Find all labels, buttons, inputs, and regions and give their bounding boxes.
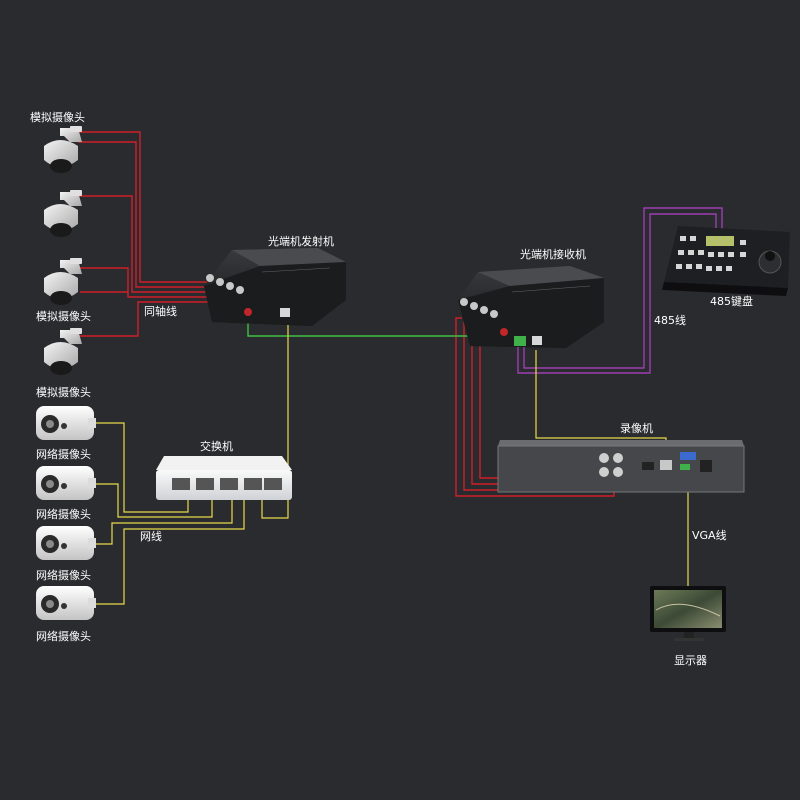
receiver-485-terminal [514,336,526,346]
analog-camera-2 [44,190,82,237]
network-cables [92,318,689,605]
monitor-screen [654,590,722,628]
switch-ports [172,478,282,490]
network-camera-4 [36,586,96,620]
network-camera-label-2: 网络摄像头 [36,508,91,521]
nvr-recorder [497,440,745,493]
analog-camera-3 [44,258,82,305]
switch-label: 交换机 [200,440,233,453]
receiver-rj45-port [532,336,542,345]
receiver-bnc-ports [460,298,498,318]
optical-receiver [458,266,604,348]
transmitter-fiber-port [244,308,252,316]
network-cable-label: 网线 [140,530,162,543]
nvr-hdmi-port [642,462,654,470]
network-camera-label-3: 网络摄像头 [36,569,91,582]
vga-line-label: VGA线 [692,529,727,542]
optical-transmitter [204,248,346,326]
transmitter-rj45-port [280,308,290,317]
network-camera-label-1: 网络摄像头 [36,448,91,461]
coax-wires-to-transmitter [72,131,233,337]
rs485-keyboard [662,226,790,296]
receiver-fiber-port [500,328,508,336]
nvr-bnc-inputs [599,453,623,477]
network-camera-3 [36,526,96,560]
receiver-label: 光端机接收机 [520,248,586,261]
nvr-power-port [700,460,712,472]
monitor-label: 显示器 [674,654,707,667]
transmitter-bnc-ports [206,274,244,294]
analog-camera-label-1: 模拟摄像头 [30,111,85,124]
network-camera-label-4: 网络摄像头 [36,630,91,643]
rs485-wire [517,207,723,374]
analog-camera-4 [44,328,82,375]
rs485-line-label: 485线 [654,314,686,327]
network-camera-1 [36,406,96,440]
nvr-rj45-port [660,460,672,470]
analog-camera-label-3: 模拟摄像头 [36,386,91,399]
transmitter-label: 光端机发射机 [268,235,334,248]
analog-camera-1 [44,126,82,173]
monitor-display [650,586,726,641]
nvr-label: 录像机 [620,422,653,435]
nvr-usb-port [680,464,690,470]
network-switch [156,456,292,500]
network-camera-2 [36,466,96,500]
analog-camera-label-2: 模拟摄像头 [36,310,91,323]
rs485-keyboard-label: 485键盘 [710,295,753,308]
coax-label: 同轴线 [144,305,177,318]
nvr-vga-port [680,452,696,460]
